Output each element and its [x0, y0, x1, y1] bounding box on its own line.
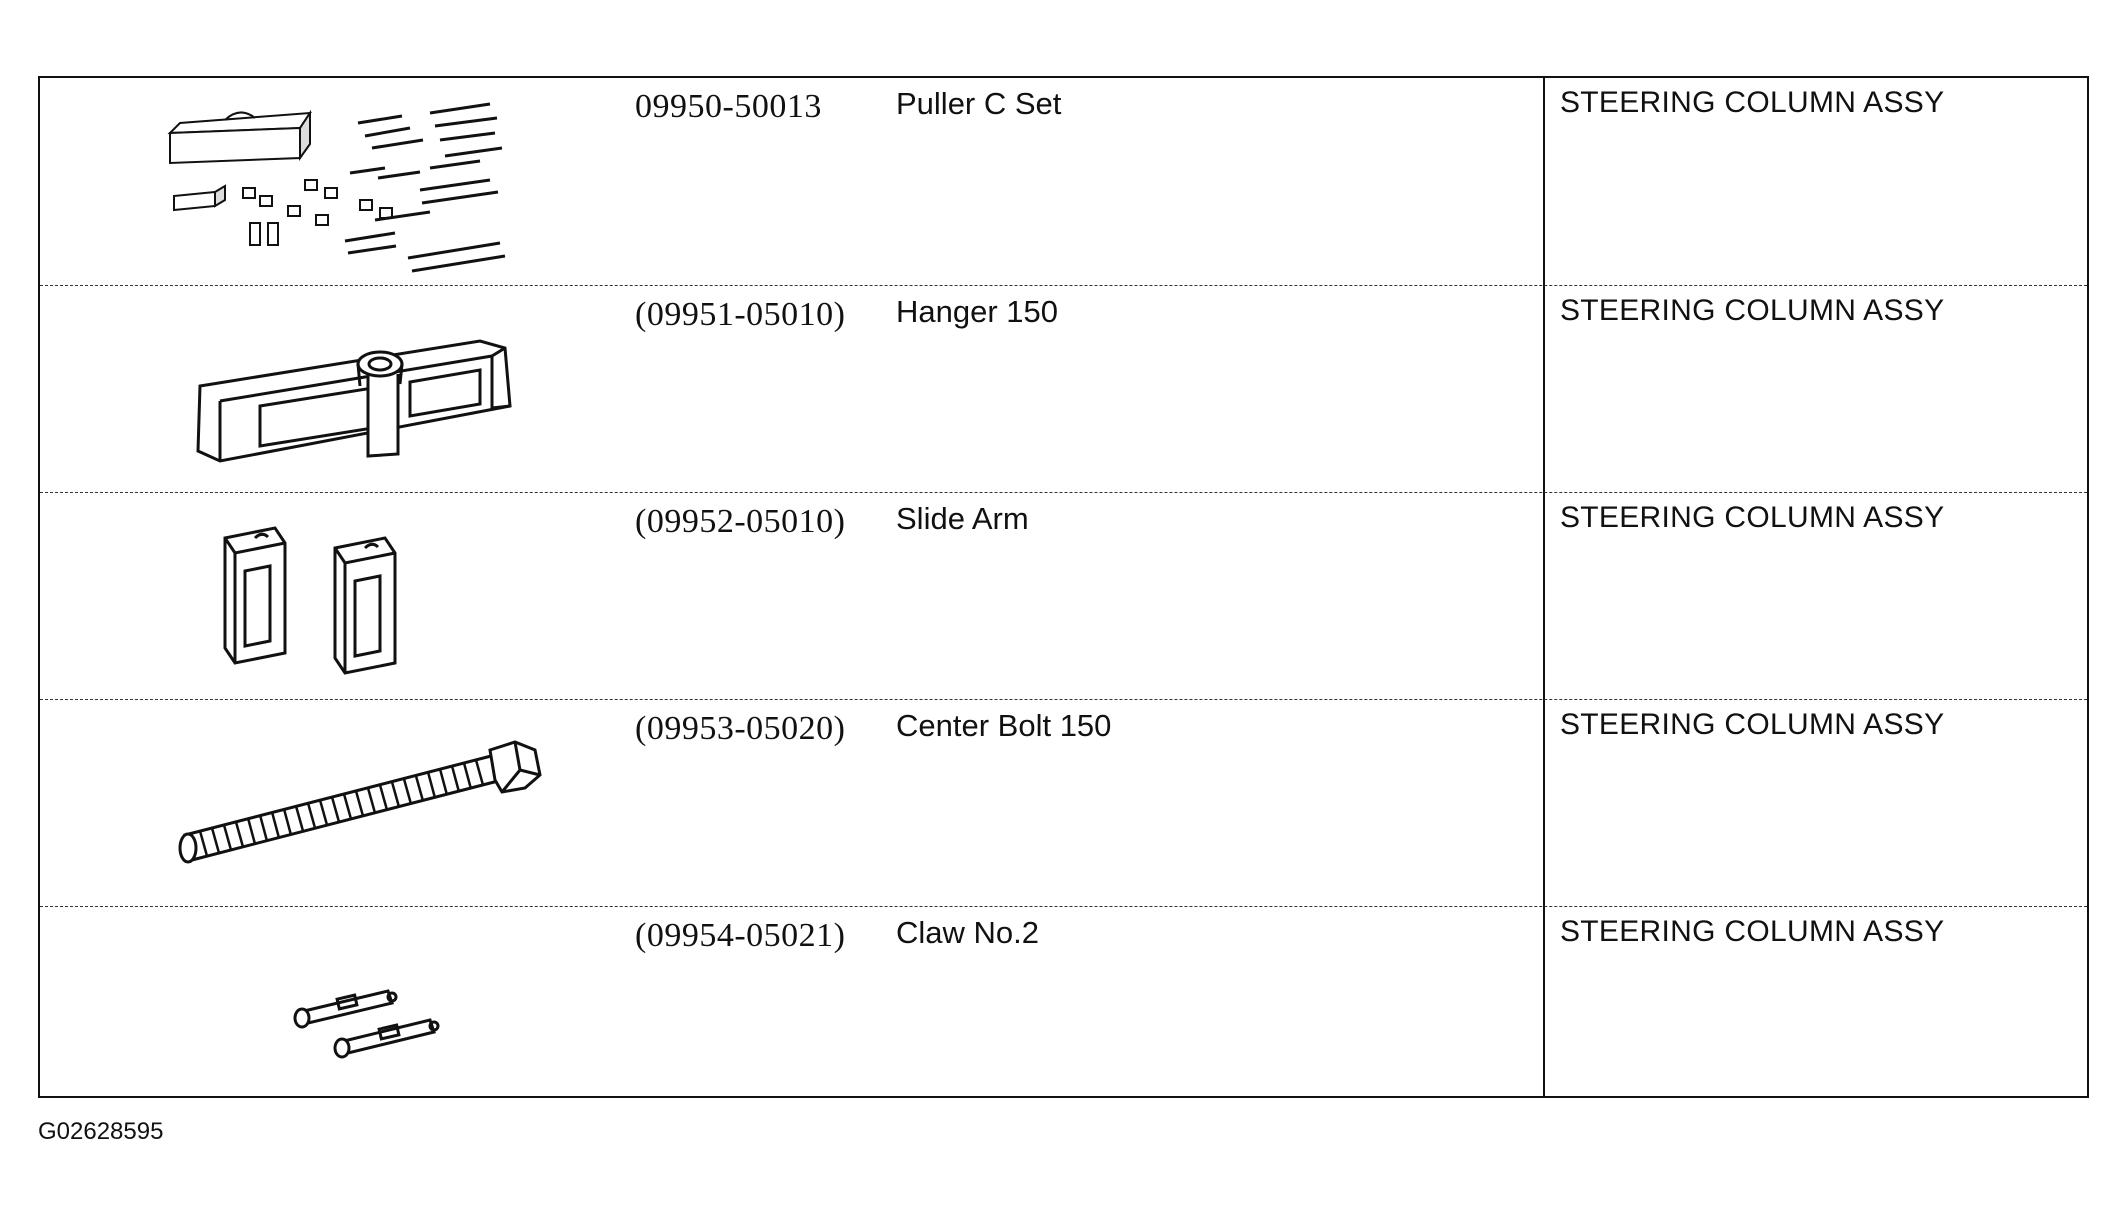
column-divider — [1543, 78, 1545, 1096]
usage-location: STEERING COLUMN ASSY — [1560, 708, 1945, 741]
puller-set-icon — [140, 78, 600, 285]
usage-location: STEERING COLUMN ASSY — [1560, 915, 1945, 948]
tool-name: Claw No.2 — [896, 915, 1039, 950]
part-number: 09950-50013 — [635, 88, 822, 125]
part-number: (09952-05010) — [635, 503, 846, 540]
special-tools-table: 09950-50013 Puller C Set STEERING COLUMN… — [38, 76, 2089, 1098]
table-row: 09950-50013 Puller C Set STEERING COLUMN… — [40, 78, 2087, 285]
center-bolt-icon — [140, 700, 600, 907]
tool-name: Hanger 150 — [896, 294, 1059, 329]
part-number: (09951-05010) — [635, 296, 846, 333]
usage-location: STEERING COLUMN ASSY — [1560, 294, 1945, 327]
tool-name: Center Bolt 150 — [896, 708, 1112, 743]
usage-location: STEERING COLUMN ASSY — [1560, 86, 1945, 119]
slide-arm-icon — [140, 493, 600, 700]
part-number: (09954-05021) — [635, 917, 846, 954]
table-row: (09952-05010) Slide Arm STEERING COLUMN … — [40, 492, 2087, 700]
usage-location: STEERING COLUMN ASSY — [1560, 501, 1945, 534]
part-number: (09953-05020) — [635, 710, 846, 747]
claw-icon — [140, 907, 600, 1114]
tool-name: Slide Arm — [896, 501, 1029, 536]
table-row: (09951-05010) Hanger 150 STEERING COLUMN… — [40, 285, 2087, 493]
table-row: (09954-05021) Claw No.2 STEERING COLUMN … — [40, 906, 2087, 1114]
table-row: (09953-05020) Center Bolt 150 STEERING C… — [40, 699, 2087, 907]
figure-id: G02628595 — [38, 1118, 164, 1145]
hanger-icon — [140, 286, 600, 493]
tool-name: Puller C Set — [896, 86, 1062, 121]
